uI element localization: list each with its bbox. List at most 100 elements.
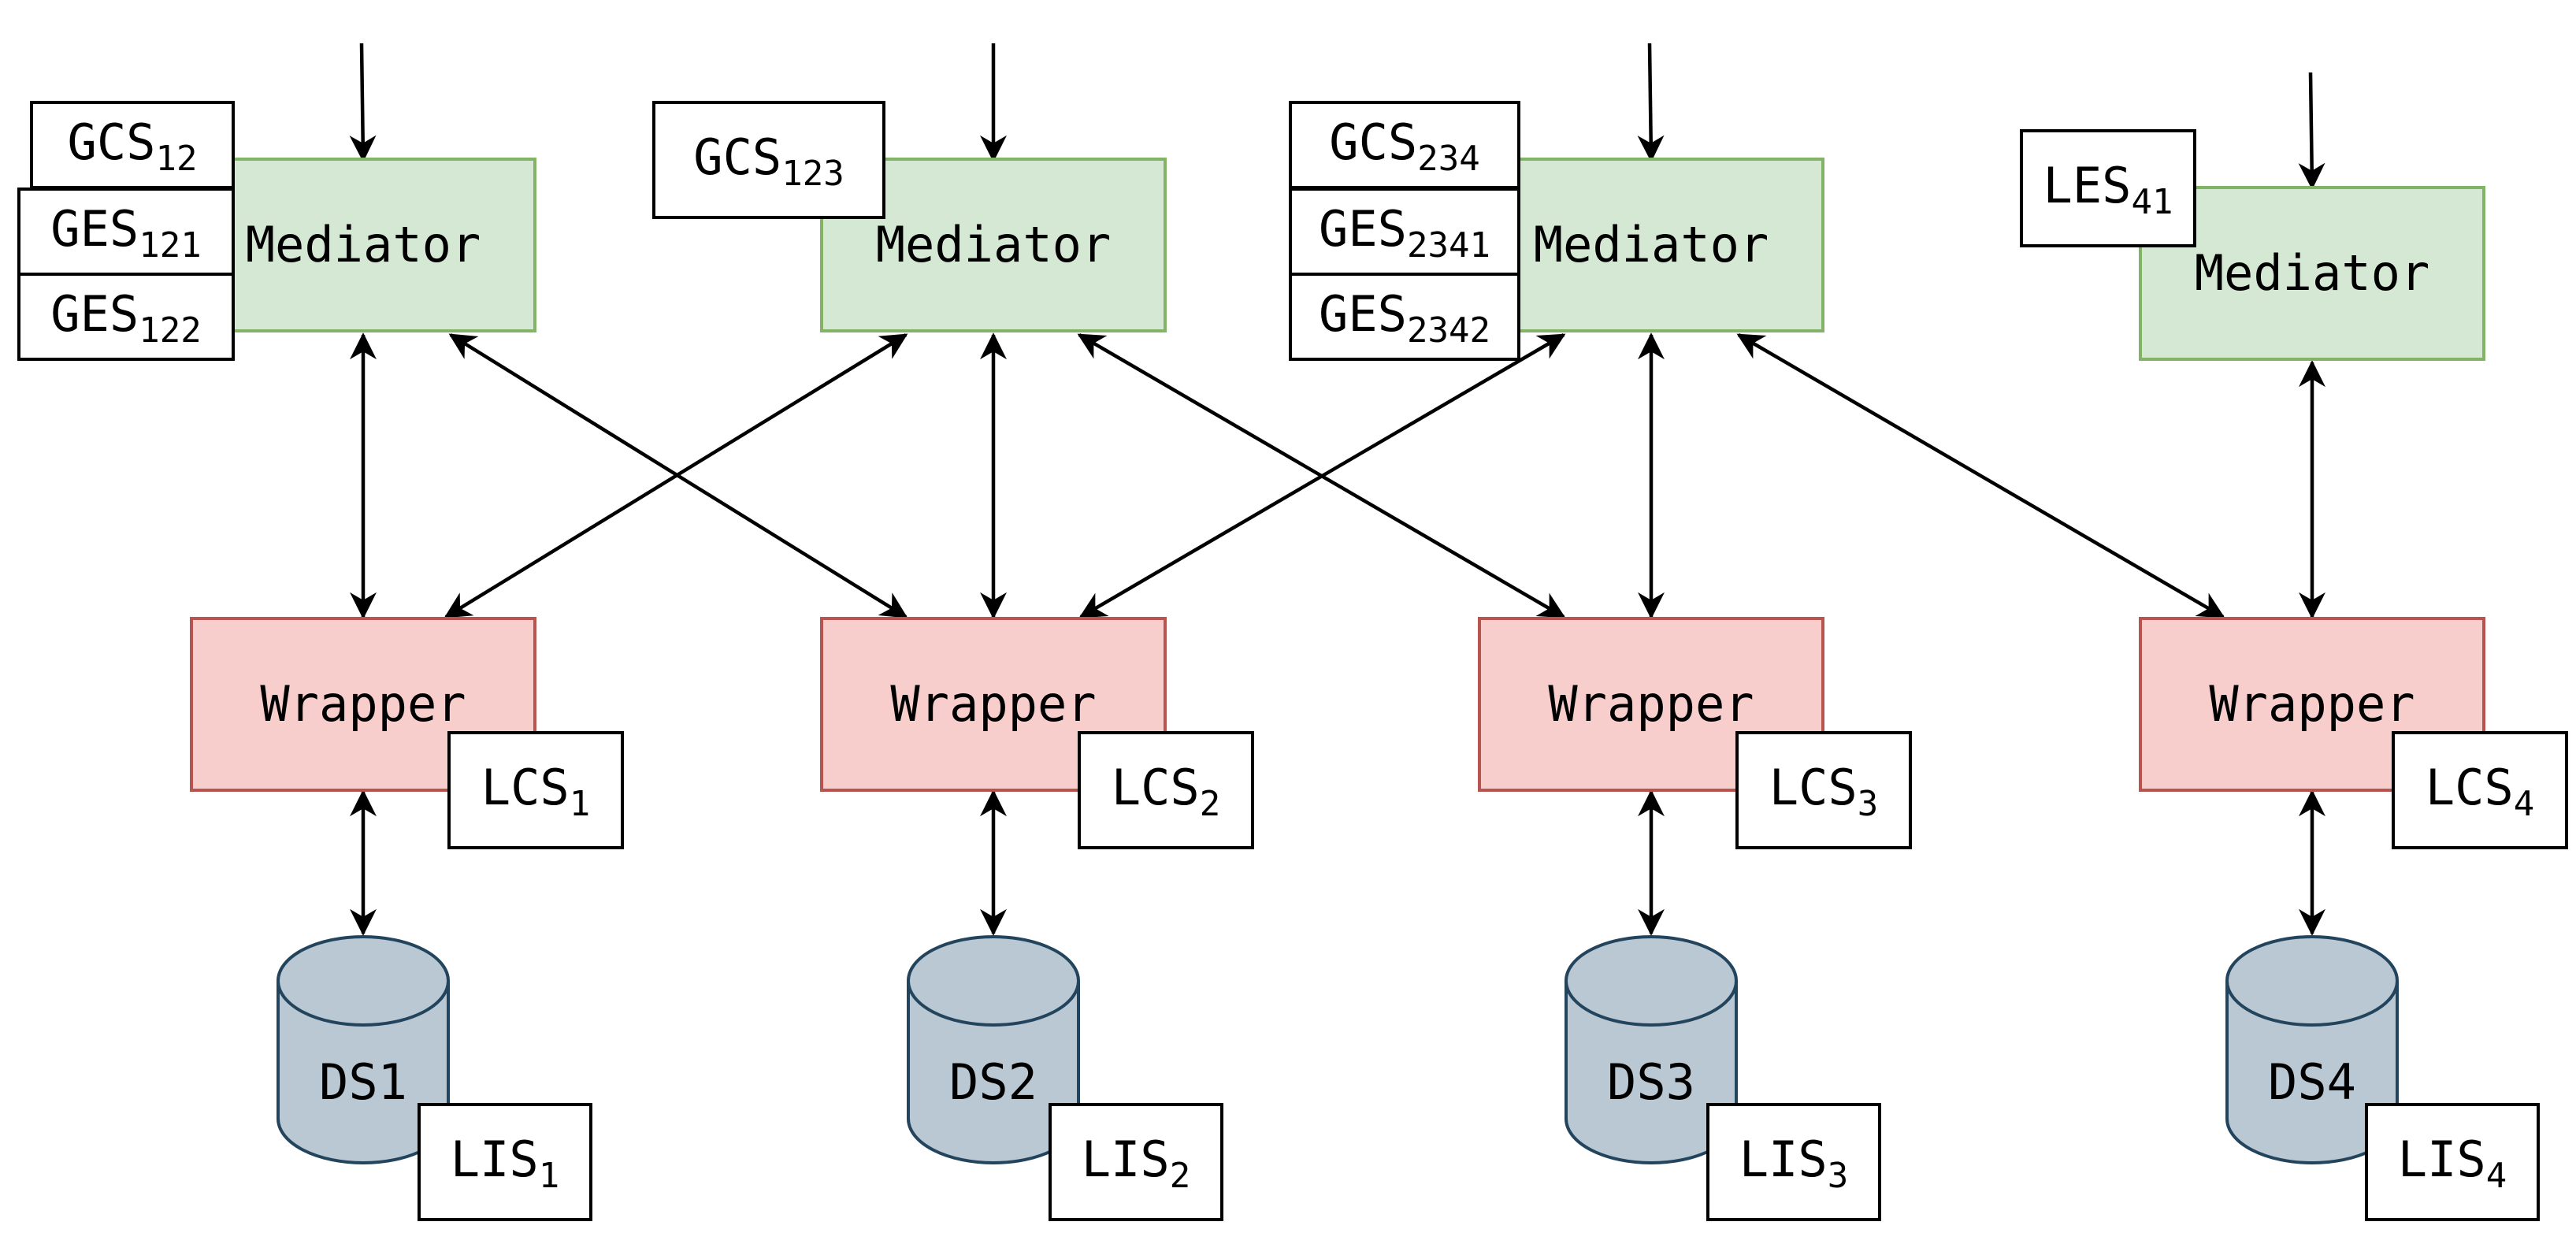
mediator-1[interactable]: Mediator bbox=[190, 158, 536, 332]
tag-lcs-3-box bbox=[1735, 731, 1912, 849]
tag-ges-122-base: GES bbox=[50, 285, 139, 343]
tag-gcs-123-base: GCS bbox=[693, 128, 781, 186]
datasource-label: DS2 bbox=[949, 1053, 1037, 1111]
tag-lcs-2-label: LCS2 bbox=[1112, 759, 1220, 824]
edges-layer bbox=[349, 43, 2325, 936]
mediator-label: Mediator bbox=[246, 216, 481, 273]
tag-lis-3: LIS3 bbox=[1706, 1103, 1881, 1221]
tag-ges-2342-box bbox=[1289, 273, 1520, 361]
tag-gcs-123: GCS123 bbox=[652, 101, 885, 219]
tag-ges-122: GES122 bbox=[17, 273, 235, 361]
tag-lis-1-box bbox=[418, 1103, 592, 1221]
tag-gcs-12-subscript: 12 bbox=[156, 139, 198, 179]
tag-gcs-12: GCS12 bbox=[30, 101, 235, 189]
tag-lcs-2-base: LCS bbox=[1112, 759, 1200, 816]
wrapper-label: Wrapper bbox=[890, 675, 1096, 733]
tag-lis-2-box bbox=[1049, 1103, 1223, 1221]
tag-ges-2341-subscript: 2341 bbox=[1407, 225, 1490, 266]
tag-lcs-2-subscript: 2 bbox=[1200, 784, 1221, 824]
tag-gcs-12-label: GCS12 bbox=[68, 113, 198, 179]
tag-ges-2342: GES2342 bbox=[1289, 273, 1520, 361]
cylinder-top bbox=[277, 935, 450, 1027]
tag-lis-1: LIS1 bbox=[418, 1103, 592, 1221]
tag-lcs-4-label: LCS4 bbox=[2426, 759, 2534, 824]
tag-lis-2-subscript: 2 bbox=[1170, 1156, 1191, 1196]
tag-lis-4-label: LIS4 bbox=[2398, 1131, 2507, 1196]
tag-lcs-1-base: LCS bbox=[481, 759, 570, 816]
tag-ges-121-subscript: 121 bbox=[139, 225, 201, 266]
tag-ges-2341: GES2341 bbox=[1289, 188, 1520, 276]
tag-gcs-234-box bbox=[1289, 101, 1520, 189]
mediator-box bbox=[2139, 186, 2485, 361]
tag-lis-3-box bbox=[1706, 1103, 1881, 1221]
tag-lcs-3-base: LCS bbox=[1769, 759, 1858, 816]
tag-lis-1-subscript: 1 bbox=[539, 1156, 560, 1196]
tag-les-41-subscript: 41 bbox=[2132, 182, 2173, 222]
tag-lcs-3-subscript: 3 bbox=[1858, 784, 1879, 824]
tag-ges-2341-label: GES2341 bbox=[1319, 200, 1490, 266]
tag-lcs-2: LCS2 bbox=[1078, 731, 1254, 849]
tag-lcs-4-base: LCS bbox=[2426, 759, 2514, 816]
mediator-label: Mediator bbox=[1534, 216, 1769, 273]
wrapper-label: Wrapper bbox=[2209, 675, 2415, 733]
tag-lcs-2-box bbox=[1078, 731, 1254, 849]
tag-gcs-12-base: GCS bbox=[68, 113, 156, 171]
tag-lis-3-label: LIS3 bbox=[1739, 1131, 1848, 1196]
tag-lis-1-base: LIS bbox=[451, 1131, 539, 1188]
tag-les-41-box bbox=[2020, 129, 2196, 247]
mediator-4[interactable]: Mediator bbox=[2139, 186, 2485, 361]
tag-lcs-1-box bbox=[447, 731, 624, 849]
tag-gcs-234-label: GCS234 bbox=[1329, 113, 1479, 179]
mediator-3[interactable]: Mediator bbox=[1478, 158, 1824, 332]
tag-lcs-4-box bbox=[2392, 731, 2568, 849]
datasource-2[interactable]: DS2 bbox=[907, 935, 1080, 1164]
tag-ges-121-box bbox=[17, 188, 235, 276]
tag-lcs-3: LCS3 bbox=[1735, 731, 1912, 849]
tag-lis-2-label: LIS2 bbox=[1082, 1131, 1190, 1196]
wrapper-label: Wrapper bbox=[1548, 675, 1754, 733]
tag-les-41-base: LES bbox=[2043, 157, 2132, 214]
tag-ges-2341-box bbox=[1289, 188, 1520, 276]
datasource-4[interactable]: DS4 bbox=[2225, 935, 2399, 1164]
tag-lcs-3-label: LCS3 bbox=[1769, 759, 1878, 824]
input-arrow-mediator-4 bbox=[2298, 72, 2325, 190]
edge-mediator3-wrapper4 bbox=[1736, 333, 2225, 618]
tag-ges-2342-label: GES2342 bbox=[1319, 285, 1490, 351]
datasource-1[interactable]: DS1 bbox=[277, 935, 450, 1164]
datasource-label: DS3 bbox=[1607, 1053, 1695, 1111]
input-arrow-mediator-1 bbox=[349, 43, 377, 162]
tag-ges-2341-base: GES bbox=[1319, 200, 1407, 258]
datasource-3[interactable]: DS3 bbox=[1565, 935, 1738, 1164]
tag-ges-121-label: GES121 bbox=[50, 200, 201, 266]
tag-lcs-1: LCS1 bbox=[447, 731, 624, 849]
tag-gcs-234: GCS234 bbox=[1289, 101, 1520, 189]
edge-mediator2-wrapper1 bbox=[444, 333, 908, 618]
tag-lcs-1-label: LCS1 bbox=[481, 759, 590, 824]
tag-lcs-4: LCS4 bbox=[2392, 731, 2568, 849]
datasource-label: DS4 bbox=[2268, 1053, 2356, 1111]
tag-lis-2-base: LIS bbox=[1082, 1131, 1170, 1188]
tag-lis-4-box bbox=[2365, 1103, 2540, 1221]
cylinder-top bbox=[2225, 935, 2399, 1027]
tag-lis-3-base: LIS bbox=[1739, 1131, 1828, 1188]
tag-gcs-234-base: GCS bbox=[1329, 113, 1417, 171]
tag-lcs-4-subscript: 4 bbox=[2514, 784, 2535, 824]
tag-ges-2342-subscript: 2342 bbox=[1407, 310, 1490, 351]
tag-lis-2: LIS2 bbox=[1049, 1103, 1223, 1221]
cylinder-top bbox=[1565, 935, 1738, 1027]
wrapper-label: Wrapper bbox=[260, 675, 466, 733]
tag-lis-4: LIS4 bbox=[2365, 1103, 2540, 1221]
mediator-box bbox=[1478, 158, 1824, 332]
tag-les-41: LES41 bbox=[2020, 129, 2196, 247]
mediator-label: Mediator bbox=[876, 216, 1112, 273]
tag-ges-122-label: GES122 bbox=[50, 285, 201, 351]
tag-lis-4-subscript: 4 bbox=[2486, 1156, 2507, 1196]
edge-mediator3-wrapper2 bbox=[1078, 333, 1566, 618]
datasource-label: DS1 bbox=[319, 1053, 407, 1111]
tag-gcs-123-box bbox=[652, 101, 885, 219]
mediator-label: Mediator bbox=[2195, 244, 2430, 302]
tag-gcs-123-label: GCS123 bbox=[693, 128, 844, 194]
tag-gcs-123-subscript: 123 bbox=[781, 154, 844, 194]
wrapper-3[interactable]: Wrapper bbox=[1478, 617, 1824, 792]
